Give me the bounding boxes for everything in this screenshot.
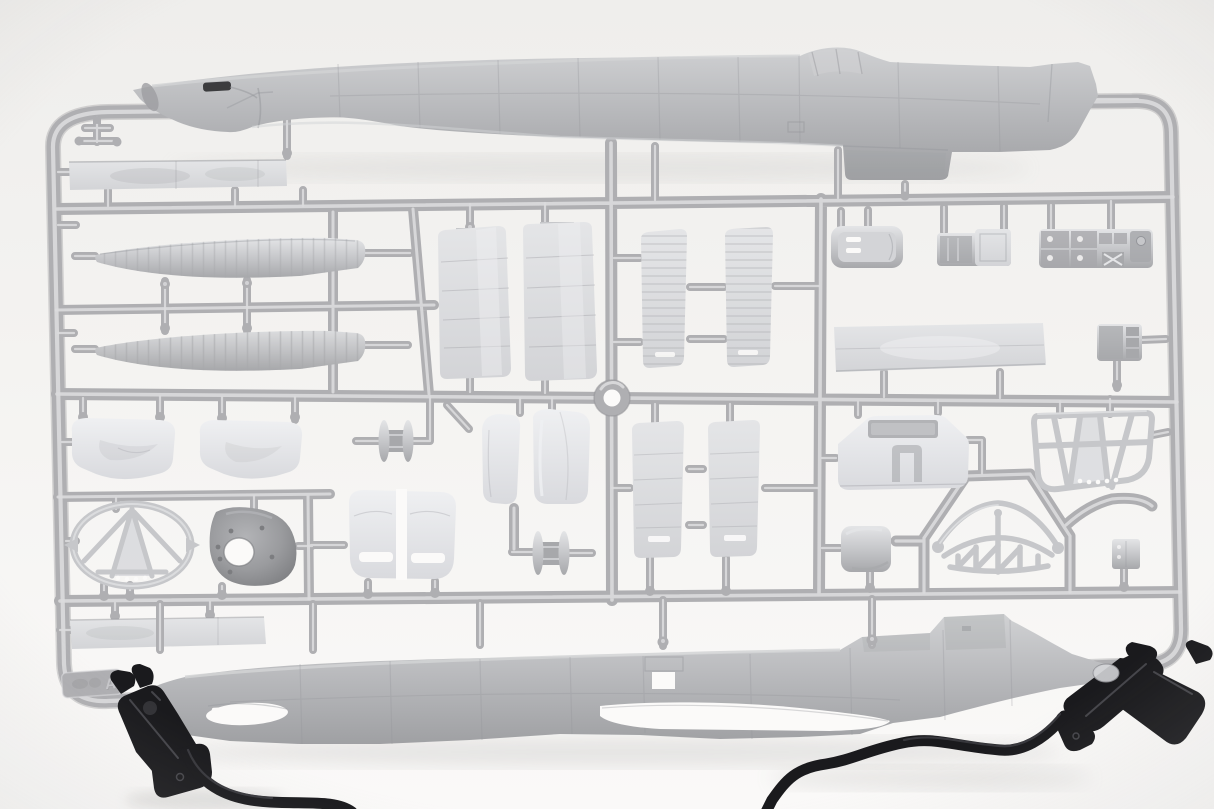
sprue-photo: A A: [0, 0, 1214, 809]
photo-canvas: A A: [0, 0, 1214, 809]
vignette-overlay: [0, 0, 1214, 809]
